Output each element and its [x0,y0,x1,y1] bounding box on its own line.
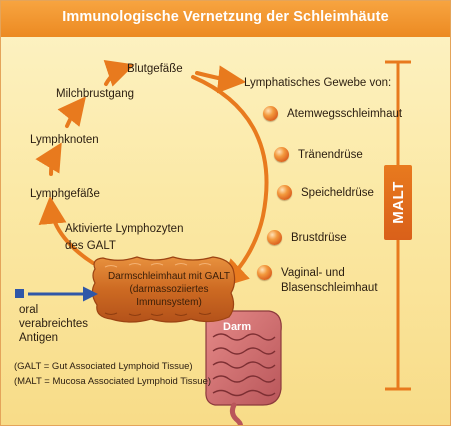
galt-mucosa-line2: (darmassoziiertes Immunsystem) [129,284,209,308]
bullet-ball-icon [274,147,289,162]
antigen-line1: oral [19,304,39,316]
organ-speicheldruese: Speicheldrüse [277,185,374,200]
organ-label: Speicheldrüse [301,186,374,199]
bullet-ball-icon [263,106,278,121]
arrow-to-lymph-tissue [195,65,247,94]
darm-label: Darm [223,321,252,333]
malt-label: MALT [389,181,407,224]
arrow-to-lymphknoten [35,142,62,176]
malt-label-box [384,165,412,240]
galt-mucosa-text: Darmschleimhaut mit GALT (darmassoziiert… [105,270,233,309]
galt-mucosa-line1: Darmschleimhaut mit GALT [107,271,231,282]
lymph-tissue-heading: Lymphatisches Gewebe von: [244,77,392,89]
label-activated-line1: Aktivierte Lymphozyten [65,223,184,235]
galt-mucosa-shape [91,256,236,323]
arrow-to-blutgefaesse [103,60,135,87]
label-activated-line2: des GALT [65,240,116,252]
label-lymphknoten: Lymphknoten [30,134,99,146]
arrow-galt-to-lymphgefaesse [38,195,95,265]
organ-label-line2: Blasenschleimhaut [281,282,378,294]
bullet-ball-icon [267,230,282,245]
label-milchbrustgang: Milchbrustgang [56,88,134,100]
label-lymphgefaesse: Lymphgefäße [30,188,100,200]
legend-galt: (GALT = Gut Associated Lymphoid Tissue) [14,361,193,372]
bullet-ball-icon [257,265,272,280]
organ-atemwegsschleimhaut: Atemwegsschleimhaut [263,106,402,121]
organ-label: Brustdrüse [291,231,347,244]
antigen-line3: Antigen [19,332,59,344]
organ-label: Tränendrüse [298,148,363,161]
antigen-square [15,289,24,298]
arrow-to-milchbrustgang [57,96,86,128]
organ-label: Atemwegsschleimhaut [287,107,403,120]
organ-vaginal-blasenschleimhaut: Vaginal- und [257,265,345,280]
arrow-blut-to-galt [191,75,269,288]
title-bar [1,1,450,37]
antigen-line2: verabreichtes [19,318,89,330]
intestine-illustration [205,310,282,425]
bullet-ball-icon [277,185,292,200]
label-blutgefaesse: Blutgefäße [127,63,183,75]
legend-malt: (MALT = Mucosa Associated Lymphoid Tissu… [14,376,212,387]
organ-label: Vaginal- und [281,266,345,279]
organ-brustdruese: Brustdrüse [267,230,347,245]
organ-traenendruese: Tränendrüse [274,147,363,162]
diagram-title: Immunologische Vernetzung der Schleimhäu… [62,9,389,25]
